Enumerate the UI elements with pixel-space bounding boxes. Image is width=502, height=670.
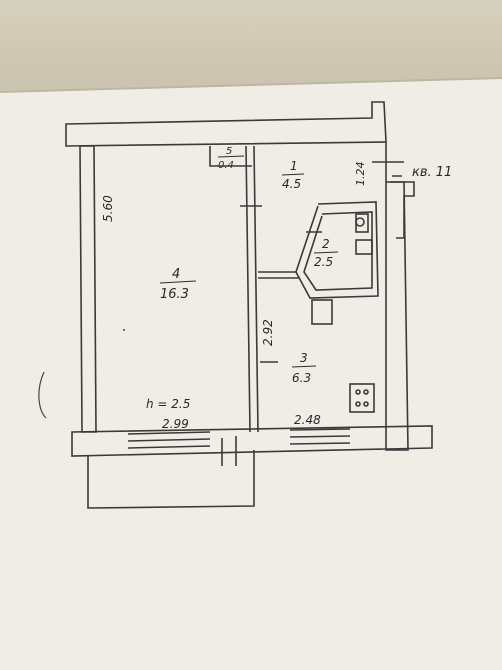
bathroom-inner: [303, 211, 373, 291]
room-4-number: 4: [172, 267, 180, 282]
bathroom-walls: [295, 201, 379, 299]
toilet-fixture: [311, 299, 333, 325]
pen-dot: [123, 329, 125, 331]
room-3-number: 3: [300, 351, 308, 365]
stove-burner-1: [355, 389, 361, 395]
window-right: [289, 428, 351, 445]
dim-ceiling-height: h = 2.5: [146, 397, 190, 411]
entrance-mark: [372, 161, 404, 177]
stove-burner-3: [355, 401, 361, 407]
room-1-area: 4.5: [282, 177, 301, 191]
room-3-area: 6.3: [292, 371, 311, 385]
toilet-bowl: [355, 217, 365, 227]
apartment-label: кв. 11: [412, 165, 452, 180]
bottom-wall: [71, 425, 433, 457]
stove: [349, 383, 375, 413]
pen-mark: [38, 371, 47, 419]
labels: 4 16.3 1 4.5 2 2.5 3 6.3 5 0.4 5.60 1.24…: [101, 146, 452, 431]
room-4-area: 16.3: [160, 287, 189, 302]
door-ticks: [221, 205, 322, 466]
dim-room3-width: 2.48: [294, 413, 321, 427]
dim-room3-length: 2.92: [261, 319, 275, 346]
room-2-area: 2.5: [314, 255, 333, 269]
kitchen-wall: [258, 271, 300, 279]
room-2-number: 2: [322, 237, 330, 251]
window-left: [127, 431, 211, 449]
paper-edge: [0, 77, 502, 93]
dim-left-wall: 5.60: [101, 195, 115, 222]
dim-room4-width: 2.99: [162, 417, 189, 431]
balcony: [87, 450, 255, 509]
stove-burner-4: [363, 401, 369, 407]
partition-4: [245, 145, 259, 433]
room-5-area: 0.4: [218, 160, 234, 171]
room-5-number: 5: [226, 146, 232, 157]
stove-burner-2: [363, 389, 369, 395]
sink-fixture: [355, 239, 373, 255]
top-wall: [65, 101, 387, 147]
right-step: [386, 181, 415, 239]
dim-entry-width: 1.24: [354, 162, 367, 187]
room-1-number: 1: [290, 159, 298, 173]
closet-5: [209, 146, 252, 167]
